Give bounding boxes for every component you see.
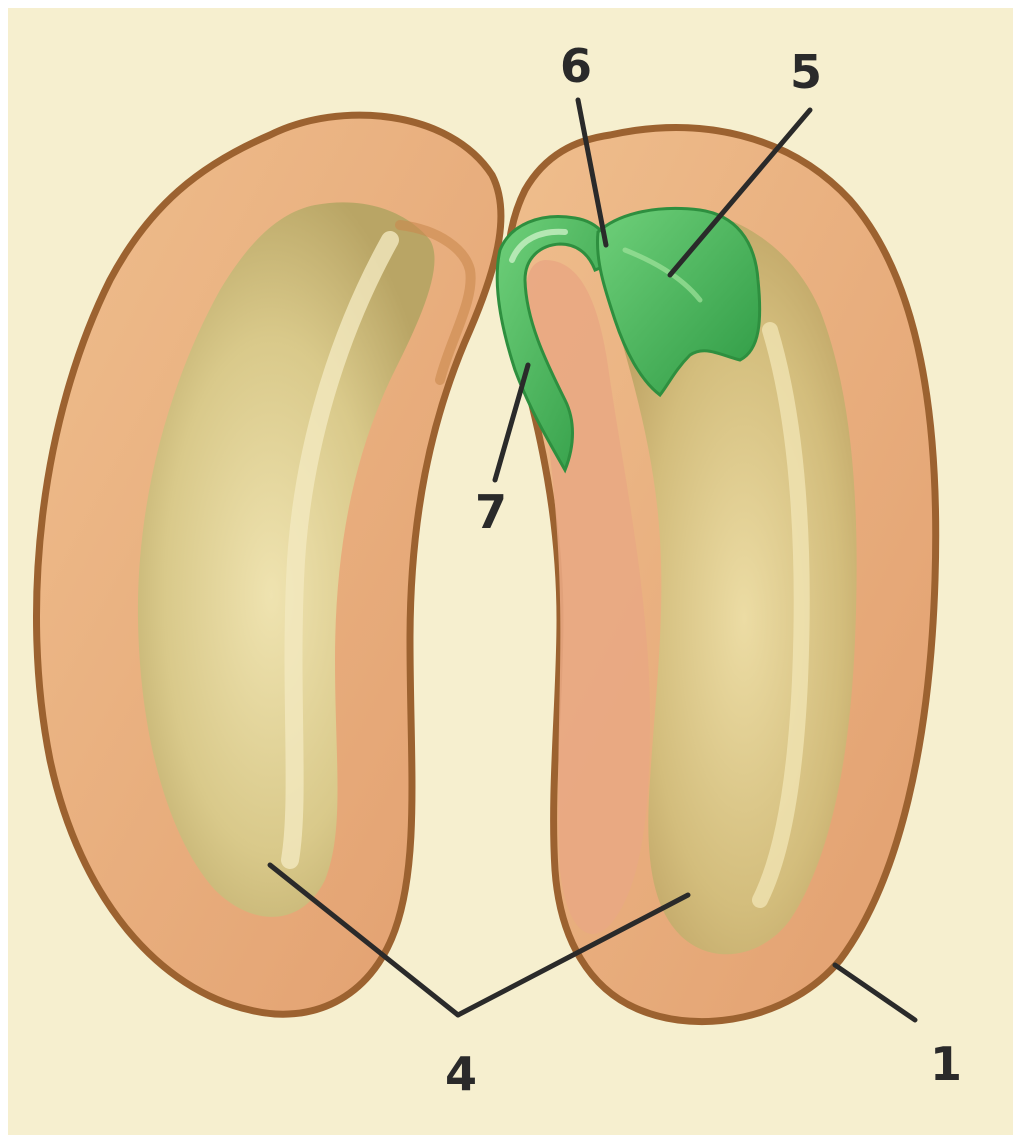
label-4-cotyledons: 4 (445, 1047, 477, 1101)
label-7-root: 7 (475, 485, 507, 539)
label-5-bud: 5 (790, 45, 822, 99)
label-6-stem: 6 (560, 39, 592, 93)
label-1-seed-coat: 1 (930, 1037, 962, 1091)
